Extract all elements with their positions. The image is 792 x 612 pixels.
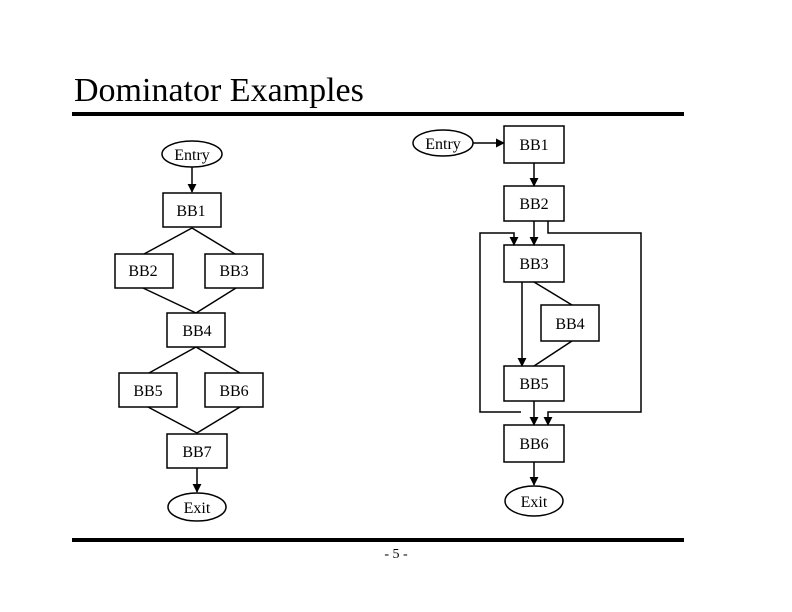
left-bb5-label: BB5 — [133, 383, 162, 400]
left-bb4-label: BB4 — [182, 323, 211, 340]
title-underline — [72, 112, 684, 116]
left-bb4-node — [166, 312, 226, 348]
left-exit-label: Exit — [184, 500, 211, 517]
edge-bb4-bb5 — [533, 340, 573, 367]
left-graph — [114, 140, 264, 522]
right-bb1-node — [503, 125, 565, 164]
edge-bb1-bb2 — [143, 227, 193, 255]
edge-bb4-bb5 — [148, 346, 197, 374]
right-graph — [412, 125, 642, 517]
right-bb3-label: BB3 — [519, 256, 548, 273]
left-bb3-label: BB3 — [219, 263, 248, 280]
slide-title: Dominator Examples — [74, 72, 364, 109]
left-bb5-node — [118, 372, 178, 408]
left-bb6-node — [204, 372, 264, 408]
right-exit-node — [504, 485, 564, 517]
right-bb5-label: BB5 — [519, 376, 548, 393]
right-graph-labels: Entry BB1 BB2 BB3 BB4 BB5 BB6 Exit — [425, 136, 584, 511]
left-bb2-label: BB2 — [128, 263, 157, 280]
left-exit-node — [167, 492, 227, 522]
right-bb4-label: BB4 — [555, 316, 584, 333]
right-bb2-label: BB2 — [519, 196, 548, 213]
left-entry-label: Entry — [174, 147, 210, 164]
edge-bb2-bb6-loop — [543, 221, 642, 426]
left-bb7-node — [166, 433, 228, 469]
left-bb1-node — [162, 192, 222, 228]
footer-rule — [72, 538, 684, 542]
left-bb1-label: BB1 — [176, 203, 205, 220]
right-bb1-label: BB1 — [519, 137, 548, 154]
right-bb4-node — [540, 304, 600, 342]
right-entry-node — [412, 129, 474, 157]
edge-bb3-bb4 — [195, 287, 237, 314]
edge-bb5-bb7 — [147, 406, 198, 434]
right-bb2-node — [503, 185, 565, 222]
edge-bb6-bb7 — [196, 406, 241, 434]
left-entry-node — [161, 140, 223, 168]
edge-bb2-bb4 — [142, 287, 197, 314]
right-bb6-node — [503, 424, 565, 463]
edge-bb4-bb6 — [195, 346, 241, 374]
right-bb3-node — [503, 244, 565, 283]
left-bb3-node — [204, 253, 264, 289]
left-bb2-node — [114, 253, 174, 289]
right-entry-label: Entry — [425, 136, 461, 153]
right-exit-label: Exit — [521, 494, 548, 511]
edge-bb1-bb3 — [191, 227, 236, 255]
right-bb5-node — [503, 365, 565, 402]
left-graph-labels: Entry BB1 BB2 BB3 BB4 BB5 BB6 BB7 Exit — [128, 147, 248, 517]
left-bb7-label: BB7 — [182, 444, 211, 461]
edge-bb5-bb3-loop — [479, 232, 521, 413]
edge-bb3-bb4 — [533, 281, 573, 306]
left-bb6-label: BB6 — [219, 383, 248, 400]
page-number: - 5 - — [384, 547, 408, 562]
right-bb6-label: BB6 — [519, 436, 548, 453]
